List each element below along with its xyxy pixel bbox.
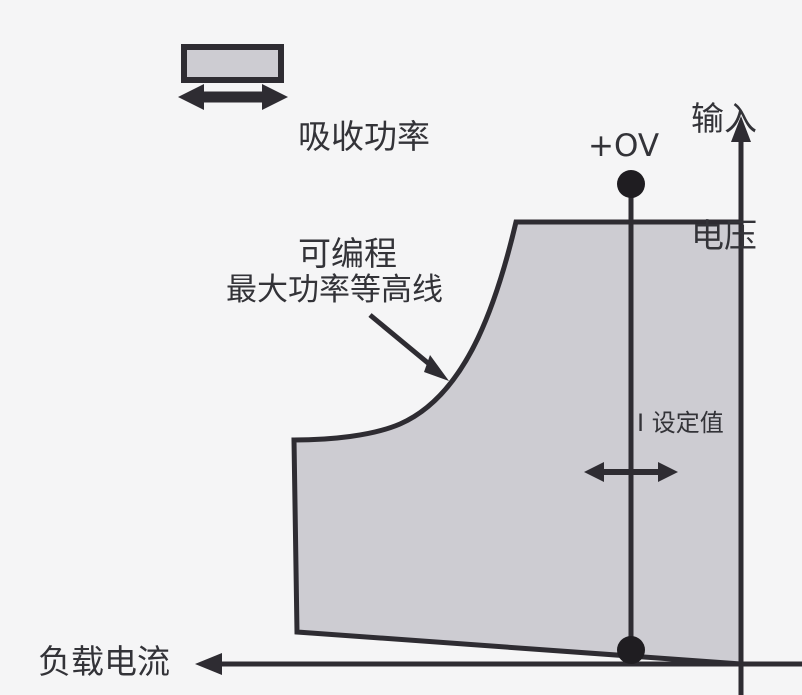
legend-label-line2: 可编程 xyxy=(298,233,397,273)
max-power-contour-label: 最大功率等高线 xyxy=(226,272,443,308)
absorbed-power-swatch xyxy=(181,44,284,83)
y-axis-label-line1: 输入 xyxy=(691,98,757,138)
y-axis-arrowhead xyxy=(731,116,751,142)
ground-point-marker xyxy=(617,636,645,664)
contour-callout-arrow xyxy=(368,313,449,381)
operating-point-marker xyxy=(617,170,645,198)
y-axis-label: 输入 电压 xyxy=(679,22,769,334)
x-axis-arrowhead xyxy=(195,653,222,675)
current-setpoint-label: I 设定值 xyxy=(637,409,724,437)
current-setpoint-arrow xyxy=(584,462,678,482)
y-axis-label-line2: 电压 xyxy=(691,215,757,255)
legend-label-line1: 吸收功率 xyxy=(298,116,430,156)
programmable-range-arrow xyxy=(178,84,288,110)
operating-point-label: +OV xyxy=(588,128,660,164)
legend-label: 吸收功率 可编程 xyxy=(298,40,430,352)
x-axis-label: 负载电流 xyxy=(38,642,170,681)
